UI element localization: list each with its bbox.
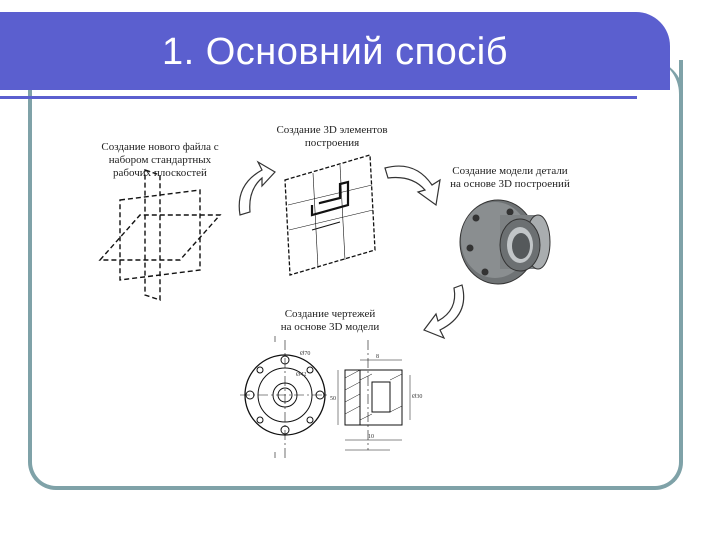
- step2-label: Создание 3D элементов построения: [276, 124, 387, 149]
- step1-line3: рабочих плоскостей: [113, 167, 207, 179]
- step1-line1: Создание нового файла с: [101, 141, 218, 153]
- slide-frame-corner: [637, 60, 683, 110]
- arrow-3: [423, 284, 465, 340]
- drawing-front-dims: Ø70 Ø42: [296, 351, 310, 378]
- arrow-1: [238, 160, 276, 216]
- slide-frame: [28, 60, 683, 490]
- flange-3d-model: [459, 199, 551, 285]
- standard-planes-drawing: [98, 169, 222, 301]
- step3-label: Создание модели детали на основе 3D пост…: [450, 165, 570, 190]
- dim-label-5: 10: [368, 434, 374, 440]
- step2-line1: Создание 3D элементов: [276, 124, 387, 136]
- dim-label-4: 50: [330, 396, 336, 402]
- dim-label-1: Ø70: [300, 351, 310, 357]
- arrow-2: [384, 165, 441, 207]
- step1-line2: набором стандартных: [109, 154, 212, 166]
- title-underline: [0, 96, 637, 99]
- step1-label: Создание нового файла с набором стандарт…: [101, 141, 218, 179]
- step4-line2: на основе 3D модели: [281, 321, 380, 333]
- dim-label-3: Ø30: [412, 394, 422, 400]
- slide-title: 1. Основний спосіб: [161, 31, 509, 73]
- step3-line2: на основе 3D построений: [450, 178, 570, 190]
- sketch-plane-drawing: [284, 154, 376, 276]
- title-bar: 1. Основний спосіб: [0, 12, 670, 90]
- drawing-section-dims: Ø30 50 10 8: [330, 354, 422, 440]
- drawing-front-view: [240, 336, 330, 460]
- dim-label-2: Ø42: [296, 372, 306, 378]
- step2-line2: построения: [305, 137, 359, 149]
- drawing-section-view: [337, 340, 411, 451]
- step4-label: Создание чертежей на основе 3D модели: [281, 308, 380, 333]
- dim-label-6: 8: [376, 354, 379, 360]
- step4-line1: Создание чертежей: [285, 308, 376, 320]
- step3-line1: Создание модели детали: [452, 165, 568, 177]
